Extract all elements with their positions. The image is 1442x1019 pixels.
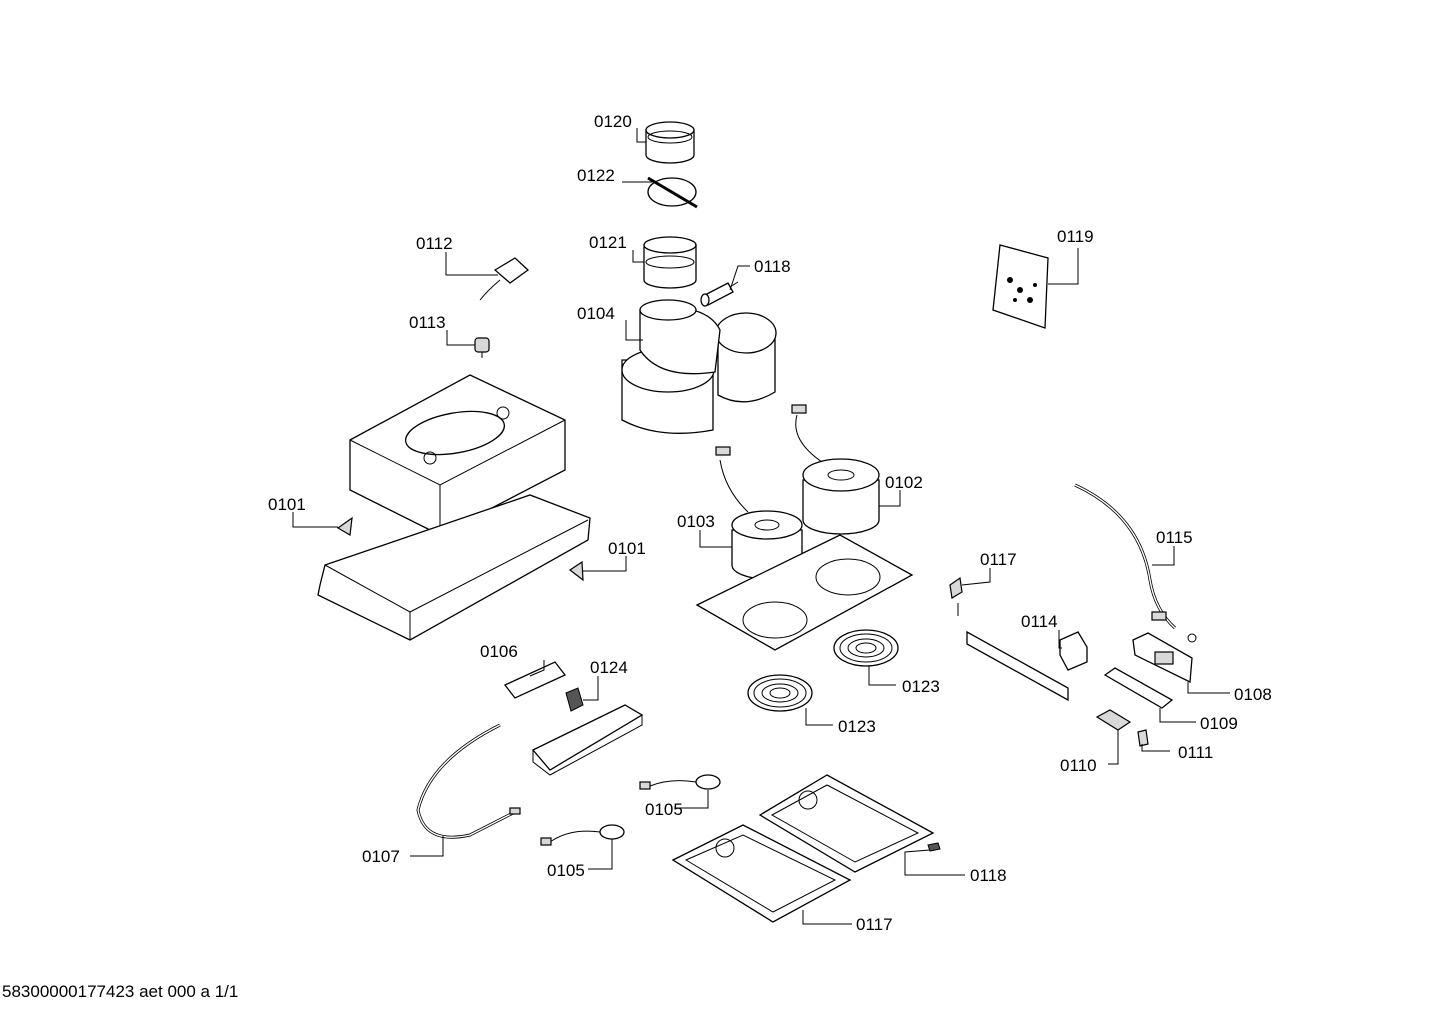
part-0118-filter-clip xyxy=(927,842,941,852)
part-0101-bracket-left xyxy=(336,516,353,536)
label-0102: 0102 xyxy=(885,473,923,492)
label-0114: 0114 xyxy=(1021,612,1058,631)
part-0109-switch-strip xyxy=(1103,667,1174,709)
label-0101-right: 0101 xyxy=(608,539,646,558)
part-0121-duct-ring xyxy=(643,236,697,289)
part-0105-lamp-upper xyxy=(639,774,721,790)
label-0117-clip: 0117 xyxy=(980,550,1017,569)
label-0101-left: 0101 xyxy=(268,495,306,514)
part-0107-wiring-loom xyxy=(416,723,521,839)
part-0118-capacitor xyxy=(700,281,739,307)
part-0117-grease-filter-upper xyxy=(758,774,935,873)
part-mounting-frame xyxy=(317,494,591,641)
label-0105-upper: 0105 xyxy=(645,800,683,819)
label-0121: 0121 xyxy=(589,233,627,252)
part-0111-knob xyxy=(1137,729,1149,747)
part-0102-fan-motor xyxy=(791,404,880,535)
label-0120: 0120 xyxy=(594,112,632,131)
part-0117-clip xyxy=(949,576,963,616)
part-labels: 0120 0122 0121 0118 0104 0112 0113 0119 … xyxy=(268,112,1272,934)
part-0112-mains-plug xyxy=(479,257,530,301)
part-0110-knob-plate xyxy=(1095,709,1132,731)
part-0123-grille-upper xyxy=(833,629,899,667)
label-0110: 0110 xyxy=(1060,756,1097,775)
label-0124: 0124 xyxy=(590,658,628,677)
label-0118-upper: 0118 xyxy=(754,257,791,276)
part-0106-light-cover xyxy=(503,661,567,699)
label-0123-upper: 0123 xyxy=(902,677,940,696)
part-0123-grille-lower xyxy=(747,674,813,712)
part-0124-holder xyxy=(565,687,584,712)
label-0103: 0103 xyxy=(677,512,715,531)
leader-lines xyxy=(292,128,1230,925)
part-0120-duct-ring xyxy=(645,121,695,164)
label-0104: 0104 xyxy=(577,304,615,323)
part-0117-grease-filter-lower xyxy=(671,824,852,923)
document-footer-id: 58300000177423 aet 000 a 1/1 xyxy=(2,982,239,1001)
part-0108-control-module xyxy=(1132,632,1193,684)
part-0122-backdraft-flap xyxy=(647,176,698,209)
part-0104-twin-duct xyxy=(621,299,777,434)
label-0112: 0112 xyxy=(416,234,453,253)
label-0106: 0106 xyxy=(480,642,518,661)
label-0118-lower: 0118 xyxy=(970,866,1007,885)
part-0113-strain-relief xyxy=(474,337,490,358)
part-housing-box xyxy=(349,374,566,536)
label-0108: 0108 xyxy=(1234,685,1272,704)
label-0105-lower: 0105 xyxy=(547,861,585,880)
label-0123-lower: 0123 xyxy=(838,717,876,736)
part-0119-accessory-bag xyxy=(992,244,1049,329)
label-0115: 0115 xyxy=(1156,528,1193,547)
label-0109: 0109 xyxy=(1200,714,1238,733)
label-0107: 0107 xyxy=(362,847,400,866)
part-light-channel xyxy=(531,704,644,776)
part-motor-base-plate xyxy=(695,534,914,651)
label-0111: 0111 xyxy=(1178,743,1213,762)
part-control-rail xyxy=(966,630,1069,702)
label-0122: 0122 xyxy=(577,166,615,185)
part-0101-bracket-right xyxy=(568,560,584,582)
part-0114-switch xyxy=(1059,631,1088,671)
part-0115-cable xyxy=(1074,483,1197,643)
label-0113: 0113 xyxy=(409,313,446,332)
label-0117-filter: 0117 xyxy=(856,915,893,934)
label-0119: 0119 xyxy=(1057,227,1094,246)
